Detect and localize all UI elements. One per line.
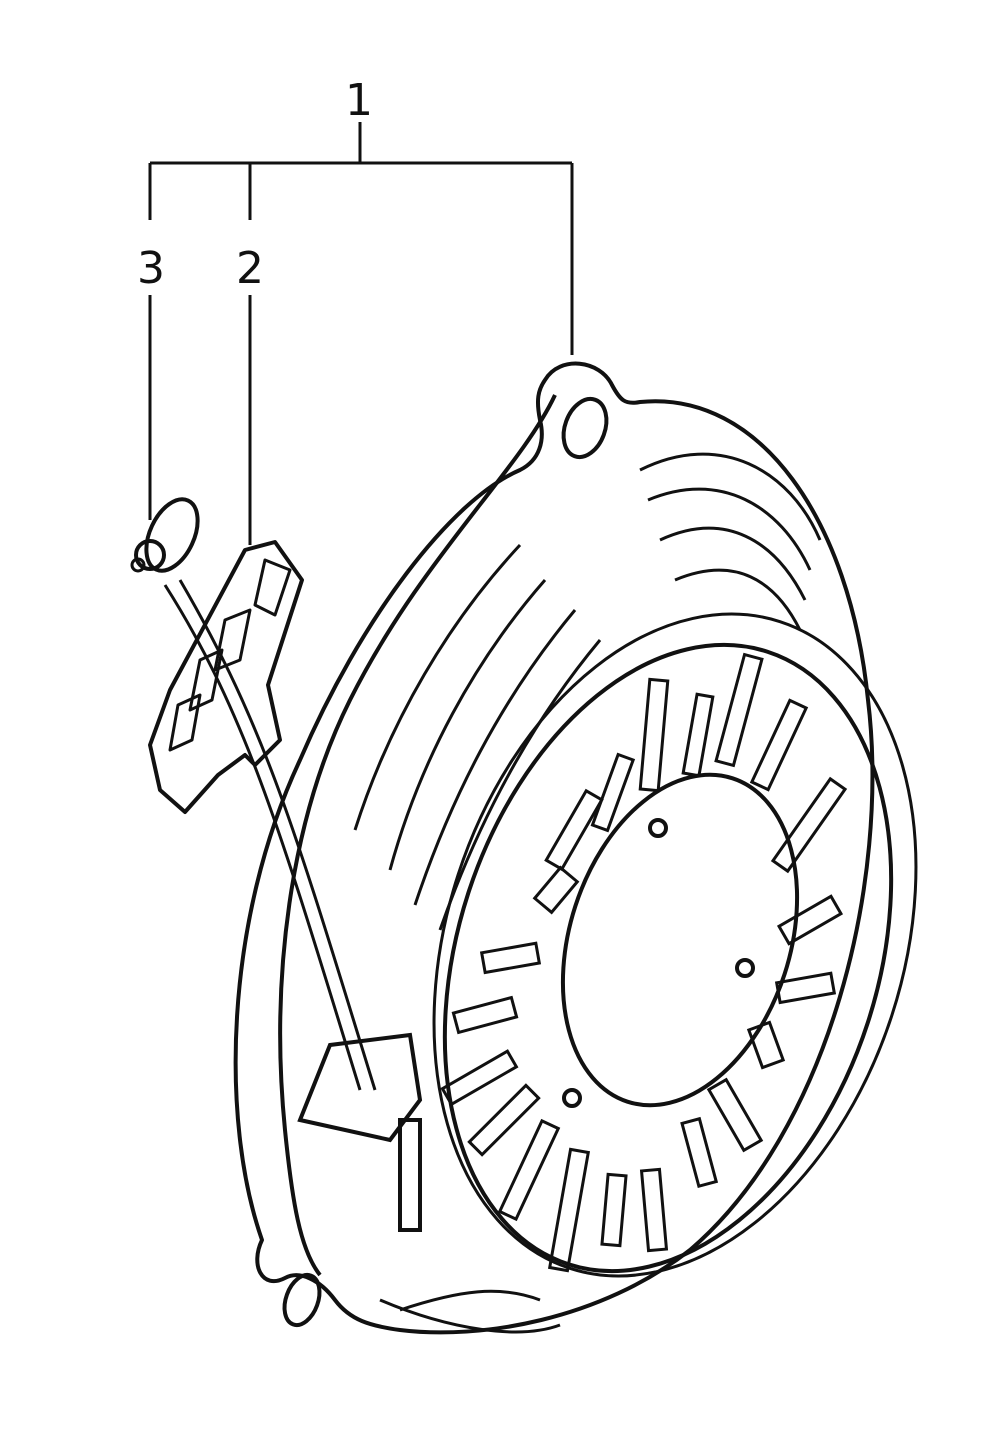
vent-slots [440,652,848,1273]
hub-hole [648,818,668,838]
leader-lines [148,122,574,545]
center-hub [560,772,800,1108]
front-cover [442,642,894,1274]
housing-inner-edge [278,394,557,1277]
starter-rope [130,497,377,1091]
hub-hole [562,1088,582,1108]
callout-label-3: 3 [137,243,165,294]
rope-guide [297,1032,423,1232]
callout-label-1: 1 [345,75,373,126]
front-cover-rim [432,612,918,1278]
mounting-hole-top [561,396,609,460]
mounting-hole-bottom [282,1272,322,1328]
rope-end-knot [144,497,200,573]
callout-label-2: 2 [236,243,264,294]
starter-grip [148,540,304,814]
housing-flange [233,361,875,1335]
hub-hole [735,958,755,978]
housing-fins [353,452,822,1334]
recoil-starter-assembly [233,361,918,1335]
